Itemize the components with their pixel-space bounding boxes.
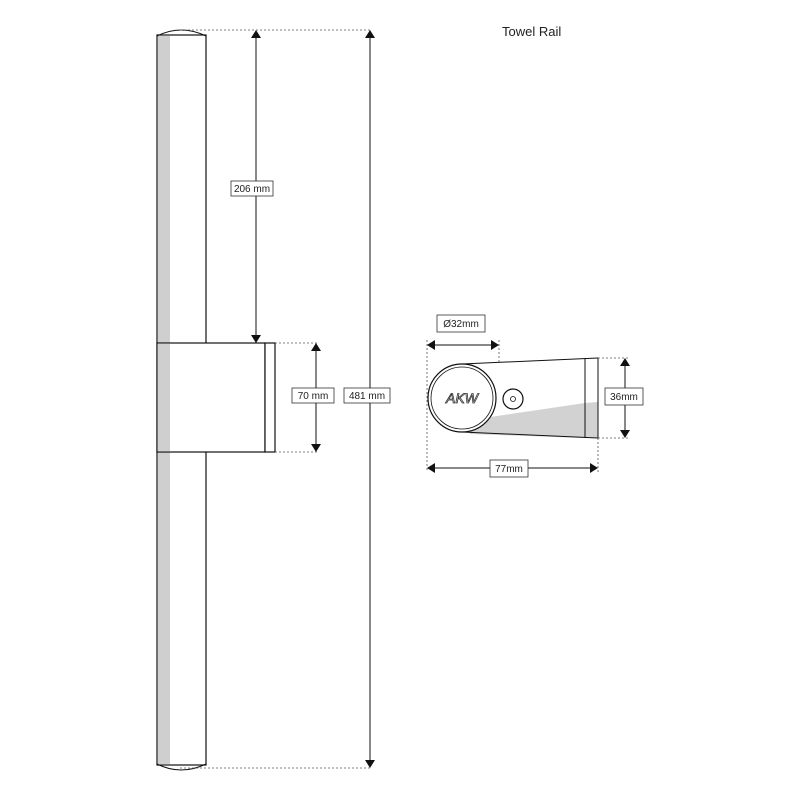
grub-screw <box>502 388 524 410</box>
label-77mm: 77mm <box>495 464 523 475</box>
label-481mm: 481 mm <box>349 391 385 402</box>
label-36mm: 36mm <box>610 392 638 403</box>
rail-end-view: AKW <box>427 357 599 439</box>
wall-bracket <box>156 342 266 453</box>
akw-logo: AKW <box>445 390 480 406</box>
rail-side-view <box>156 29 276 771</box>
drawing-title: Towel Rail <box>502 24 561 39</box>
label-70mm: 70 mm <box>298 391 329 402</box>
label-32mm: Ø32mm <box>443 319 479 330</box>
label-206mm: 206 mm <box>234 184 270 195</box>
wall-plate <box>264 342 276 453</box>
